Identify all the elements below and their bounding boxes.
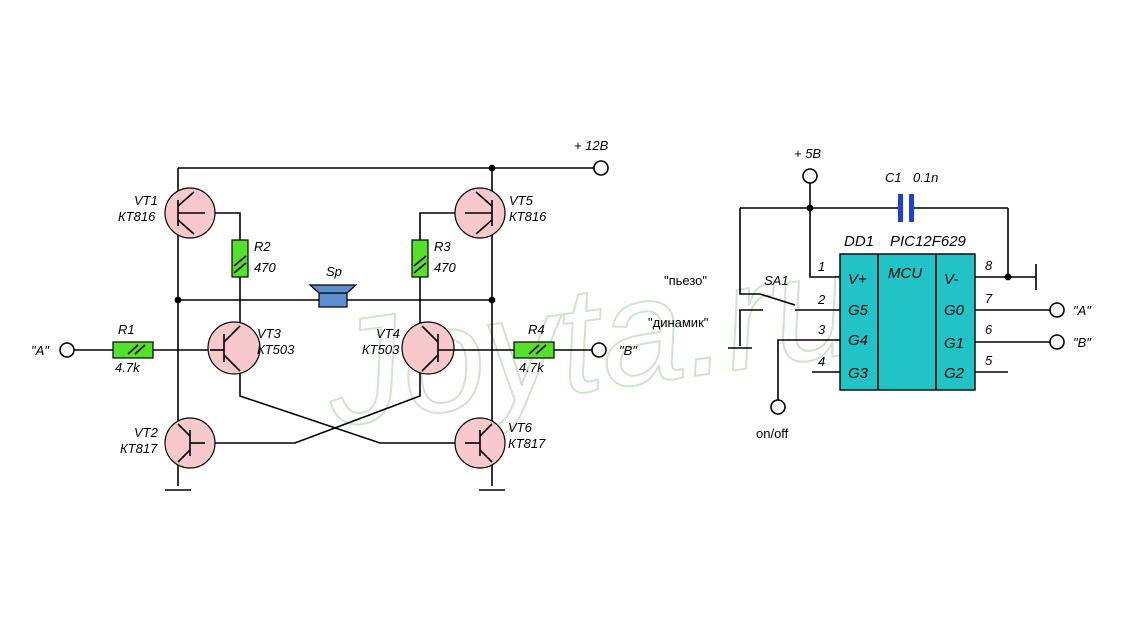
switch-blade — [759, 293, 796, 306]
resistor-r2 — [231, 239, 249, 278]
wire-vplus — [809, 208, 840, 278]
junction-dot — [488, 164, 496, 172]
wire-cross-1 — [239, 372, 465, 444]
wire-vt1-r2 — [205, 212, 241, 240]
transistor-vt3 — [207, 321, 261, 375]
label-out-b: "В" — [1073, 335, 1092, 350]
pin-name: G3 — [848, 365, 869, 382]
label-r2-value: 470 — [254, 260, 276, 275]
wire-vt5-r3 — [419, 212, 465, 240]
terminal-out-a — [1049, 302, 1065, 318]
label-r4-value: 4.7k — [519, 360, 545, 375]
label-r3-value: 470 — [434, 260, 456, 275]
label-cap-id: С1 — [885, 170, 902, 185]
pin-number: 1 — [818, 259, 825, 274]
terminal-supply-5v — [802, 168, 818, 184]
label-vt5-type: КТ816 — [509, 209, 547, 224]
junction-dot — [1004, 273, 1012, 281]
pin-name: G5 — [848, 302, 869, 319]
pin-number: 4 — [818, 354, 825, 369]
pin-name: G2 — [944, 365, 965, 382]
pin-number: 2 — [817, 292, 826, 307]
pin-number: 8 — [985, 258, 993, 273]
terminal-in-a — [59, 342, 75, 358]
transistor-vt4 — [401, 321, 460, 375]
resistor-r3 — [411, 239, 429, 278]
wire-pin3 — [777, 339, 840, 400]
label-r1-value: 4.7k — [115, 360, 141, 375]
pin-number: 3 — [818, 322, 826, 337]
label-vt5-id: VT5 — [509, 193, 534, 208]
terminal-onoff — [770, 399, 786, 415]
pin-number: 6 — [985, 322, 993, 337]
pin-name: G1 — [944, 335, 964, 352]
label-chip-core: MCU — [888, 265, 922, 282]
label-vt6-type: КТ817 — [508, 436, 546, 451]
pin-number: 7 — [985, 291, 993, 306]
speaker — [308, 284, 358, 308]
terminal-out-b — [1049, 334, 1065, 350]
label-speaker: Sp — [326, 264, 342, 279]
label-onoff: on/off — [756, 426, 789, 441]
label-chip-part: PIC12F629 — [890, 233, 967, 250]
mcu-circuit: + 5В С1 0.1n DD1 PIC12F629 MCU SA1 "пьез… — [648, 146, 1092, 441]
transistor-vt6 — [454, 417, 506, 469]
label-in-b: "В" — [619, 343, 638, 358]
junction-dot — [806, 204, 814, 212]
label-vt4-id: VT4 — [376, 326, 400, 341]
label-vt6-id: VT6 — [508, 420, 533, 435]
pin-name: V+ — [848, 271, 867, 288]
h-bridge-circuit: + 12В "А" "В" Sp VT1 КТ816 VT5 КТ816 VT3… — [31, 138, 638, 491]
label-vt1-type: КТ816 — [118, 209, 156, 224]
label-vt2-type: КТ817 — [120, 441, 158, 456]
junction-dot — [488, 296, 496, 304]
label-r4-id: R4 — [528, 322, 545, 337]
label-supply-5v: + 5В — [794, 146, 821, 161]
terminal-in-b — [591, 342, 607, 358]
wire-switch-common — [739, 208, 760, 295]
label-r2-id: R2 — [254, 239, 271, 254]
terminal-supply-12v — [593, 160, 609, 176]
label-in-a: "А" — [31, 343, 50, 358]
label-vt2-id: VT2 — [134, 425, 159, 440]
label-out-a: "А" — [1073, 303, 1092, 318]
capacitor-c1 — [898, 194, 914, 222]
label-speaker-mode: "динамик" — [648, 315, 709, 330]
label-vt3-type: КТ503 — [257, 342, 295, 357]
wire-switch-nc — [739, 309, 763, 346]
label-vt4-type: КТ503 — [362, 342, 400, 357]
label-vt1-id: VT1 — [134, 193, 158, 208]
mcu-chip-body — [839, 253, 976, 391]
pin-name: V- — [944, 271, 958, 288]
label-cap-value: 0.1n — [913, 170, 938, 185]
wire-cross-2 — [205, 372, 421, 444]
transistor-vt1 — [164, 187, 216, 239]
transistor-vt2 — [164, 417, 216, 469]
label-vt3-id: VT3 — [257, 326, 282, 341]
label-chip-id: DD1 — [844, 233, 874, 250]
label-supply-12v: + 12В — [574, 138, 609, 153]
resistor-r1 — [112, 341, 154, 359]
resistor-r4 — [513, 341, 555, 359]
transistor-vt5 — [454, 187, 506, 239]
pin-number: 5 — [985, 353, 993, 368]
pin-name: G4 — [848, 332, 868, 349]
label-r1-id: R1 — [118, 322, 135, 337]
label-switch: SA1 — [764, 273, 789, 288]
junction-dot — [174, 296, 182, 304]
pin-name: G0 — [944, 302, 965, 319]
label-r3-id: R3 — [434, 239, 451, 254]
label-piezo: "пьезо" — [664, 273, 707, 288]
